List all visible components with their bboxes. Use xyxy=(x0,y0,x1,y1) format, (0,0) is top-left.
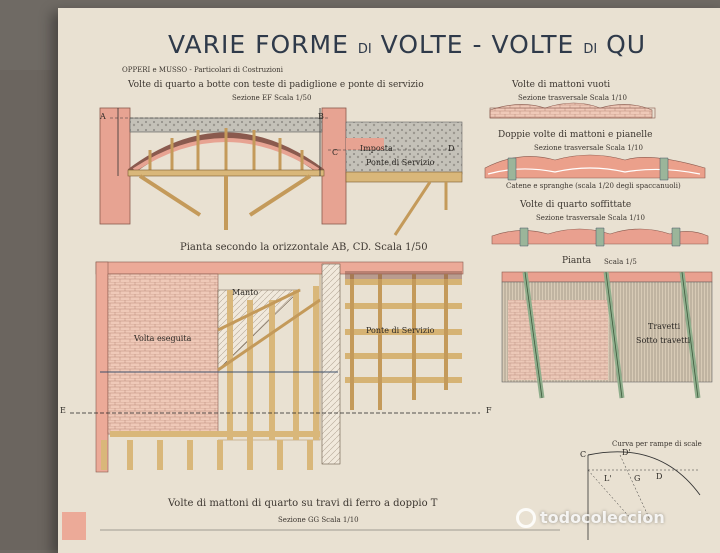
label-sotto-travetti: Sotto travetti xyxy=(636,336,691,345)
double-vault-heading: Doppie volte di mattoni e pianelle xyxy=(498,130,653,140)
stair-curve-diagram xyxy=(587,451,701,540)
ceiling-vault-plan xyxy=(501,271,713,399)
label-volta-eseguita: Volta eseguita xyxy=(134,334,192,343)
title-part-2: VOLTE - VOLTE xyxy=(380,30,575,59)
vault-section-heading: Volte di quarto a botte con teste di pad… xyxy=(128,80,424,90)
sheet-shadow-edge xyxy=(0,70,60,550)
ceiling-vault-section xyxy=(491,227,709,247)
pianta-label: Pianta xyxy=(562,256,592,266)
hollow-brick-heading: Volte di mattoni vuoti xyxy=(512,80,611,90)
vault-section-drawing xyxy=(99,107,463,236)
executed-vault-area xyxy=(107,273,219,435)
bottom-heading: Volte di mattoni di quarto su travi di f… xyxy=(168,498,438,509)
title-di-1: DI xyxy=(357,42,372,57)
curve-label-d-prime: D' xyxy=(622,448,631,457)
double-vault-note: Catene e spranghe (scala 1/20 degli spac… xyxy=(506,182,681,190)
label-a: A xyxy=(100,112,106,121)
title-part-1: VARIE FORME xyxy=(168,30,349,59)
floor-plan-drawing xyxy=(70,261,480,473)
curve-heading: Curva per rampe di scale xyxy=(612,440,702,448)
authors-line: OPPERI e MUSSO - Particolari di Costruzi… xyxy=(122,66,283,74)
label-b: B xyxy=(318,112,324,121)
technical-drawing xyxy=(62,102,713,540)
hollow-brick-vault-section xyxy=(489,102,656,119)
title-di-2: DI xyxy=(583,42,598,57)
ceiling-vault-heading: Volte di quarto soffittate xyxy=(520,200,632,210)
pianta-scale: Scala 1/5 xyxy=(604,258,637,266)
sheet-title: VARIE FORME DI VOLTE - VOLTE DI QU xyxy=(168,30,646,59)
plan-heading: Pianta secondo la orizzontale AB, CD. Sc… xyxy=(180,242,428,253)
left-wall xyxy=(99,107,131,225)
vault-section-subheading: Sezione EF Scala 1/50 xyxy=(232,94,312,102)
label-e: E xyxy=(60,406,66,415)
label-f: F xyxy=(486,406,492,415)
label-ponte-di-servizio-plan: Ponte di Servizio xyxy=(366,326,435,335)
curve-label-l-prime: L' xyxy=(604,474,612,483)
double-vault-subheading: Sezione trasversale Scala 1/10 xyxy=(534,144,643,152)
ceiling-vault-subheading: Sezione trasversale Scala 1/10 xyxy=(536,214,645,222)
hollow-brick-subheading: Sezione trasversale Scala 1/10 xyxy=(518,94,627,102)
label-manto: Manto xyxy=(232,288,259,297)
curve-label-c: C xyxy=(580,450,587,459)
bottom-section-strip xyxy=(62,512,560,540)
double-vault-section xyxy=(484,154,706,181)
title-part-3: QU xyxy=(606,30,647,59)
curve-label-g: G xyxy=(634,474,641,483)
label-d: D xyxy=(448,144,455,153)
label-imposta: Imposta xyxy=(360,144,393,153)
label-ponte-di-servizio-section: Ponte di Servizio xyxy=(366,158,435,167)
curve-label-d: D xyxy=(656,472,663,481)
label-travetti: Travetti xyxy=(648,322,681,331)
right-wall xyxy=(321,107,347,225)
label-c: C xyxy=(332,148,339,157)
watermark-logo-icon xyxy=(516,508,536,528)
watermark-text: todocoleccion xyxy=(540,508,665,527)
bottom-subheading: Sezione GG Scala 1/10 xyxy=(278,516,359,524)
